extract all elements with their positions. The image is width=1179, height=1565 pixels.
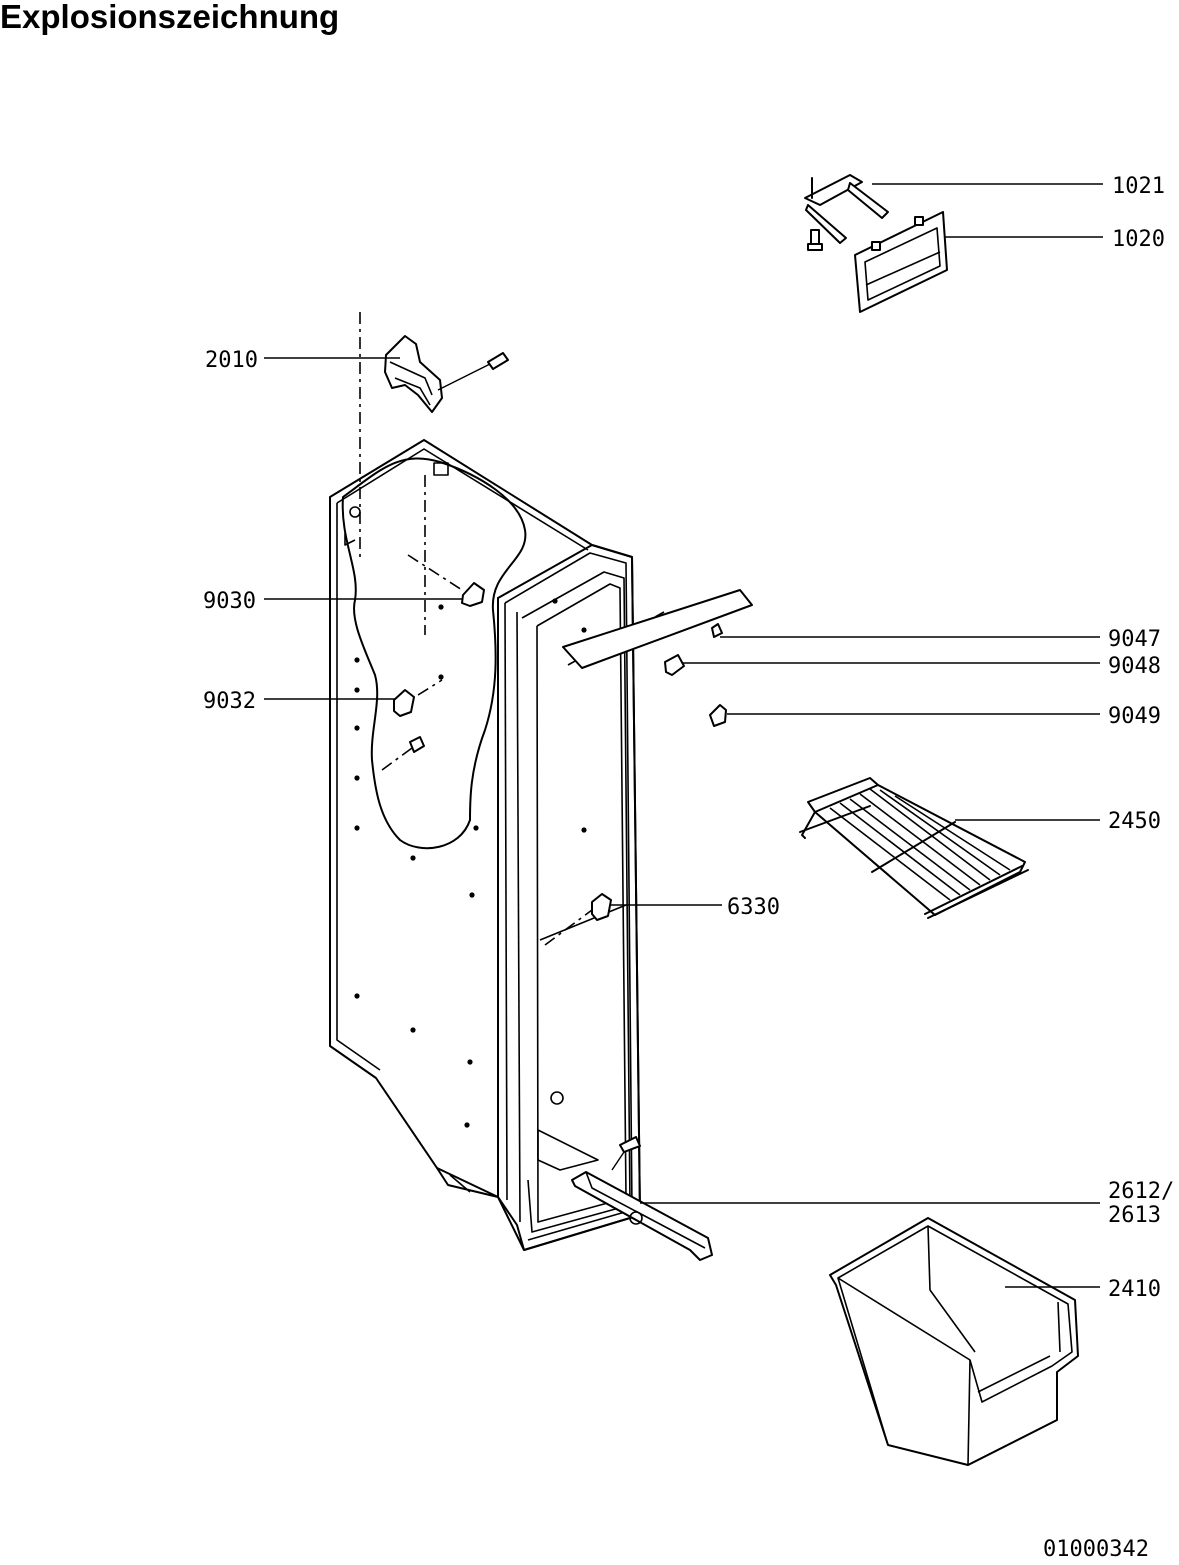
drawing-number: 01000342 xyxy=(1043,1537,1149,1562)
part-2010-hinge xyxy=(384,335,509,413)
part-labels: 1021 1020 2010 9030 9032 9047 9048 9049 … xyxy=(203,174,1174,1562)
label-9048: 9048 xyxy=(1108,654,1161,679)
label-1020: 1020 xyxy=(1112,227,1165,252)
part-9047-9048-plate xyxy=(562,589,753,676)
part-9030-clip xyxy=(461,582,485,607)
label-2612: 2612/ xyxy=(1108,1179,1174,1204)
part-2450-wire-shelf xyxy=(799,777,1029,919)
leader-lines xyxy=(264,183,1103,1288)
part-9032-clip xyxy=(393,689,425,753)
cabinet-body xyxy=(329,312,665,1251)
label-9047: 9047 xyxy=(1108,627,1161,652)
label-1021: 1021 xyxy=(1112,174,1165,199)
label-9032: 9032 xyxy=(203,689,256,714)
part-1021-bracket xyxy=(804,174,889,251)
part-2410-bin xyxy=(829,1217,1079,1466)
part-6330-latch xyxy=(591,893,612,921)
part-9049-clip xyxy=(709,704,727,727)
label-9049: 9049 xyxy=(1108,704,1161,729)
label-9030: 9030 xyxy=(203,589,256,614)
part-1020-filter-frame xyxy=(854,211,948,313)
label-2450: 2450 xyxy=(1108,809,1161,834)
label-2410: 2410 xyxy=(1108,1277,1161,1302)
part-2612-rail xyxy=(571,1136,713,1261)
label-2613: 2613 xyxy=(1108,1203,1161,1228)
label-2010: 2010 xyxy=(205,348,258,373)
page-title: Explosionszeichnung xyxy=(0,0,340,35)
label-6330: 6330 xyxy=(727,895,780,920)
